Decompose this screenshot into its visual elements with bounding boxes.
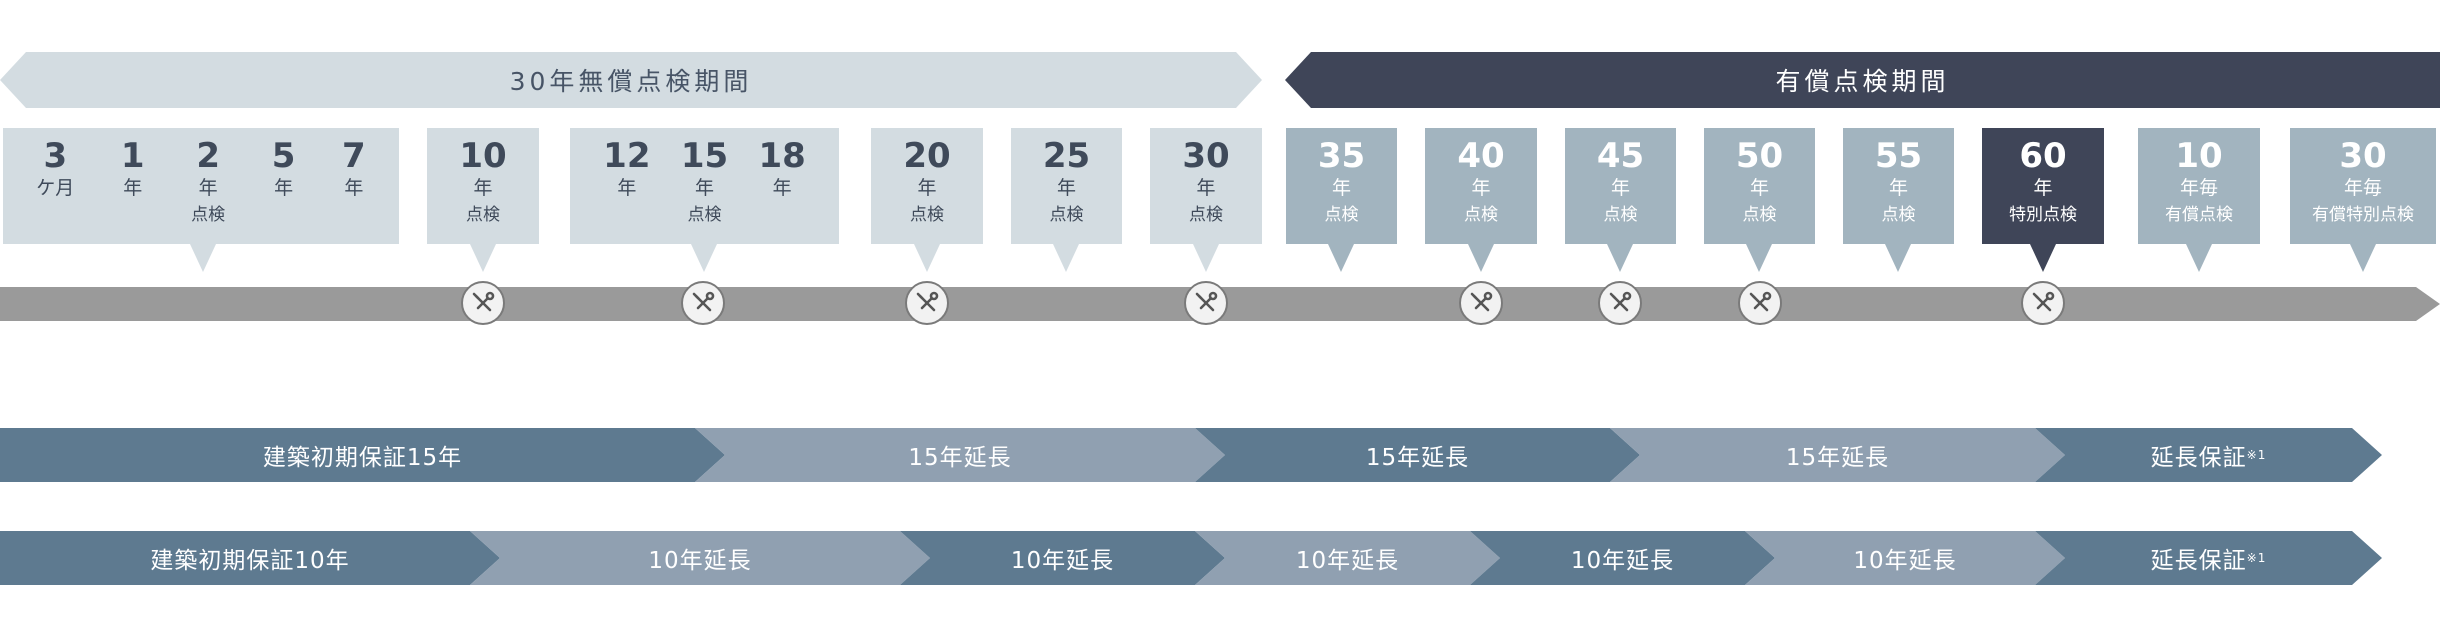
warranty-10-initial: 建築初期保証10年 <box>0 531 500 585</box>
wrench-screwdriver-icon <box>461 281 505 325</box>
box-pointer <box>1885 244 1911 272</box>
wrench-screwdriver-icon <box>1459 281 1503 325</box>
warranty-10-extension-3: 10年延長 <box>1195 531 1500 585</box>
box-pointer <box>2186 244 2212 272</box>
warranty-10-extended: 延長保証※1 <box>2035 531 2382 585</box>
paid-inspection-period-label: 有償点検期間 <box>1775 67 1950 96</box>
warranty-10-extension-4: 10年延長 <box>1470 531 1775 585</box>
box-pointer <box>1607 244 1633 272</box>
wrench-screwdriver-icon <box>1738 281 1782 325</box>
warranty-15-extension-2: 15年延長 <box>1195 428 1640 482</box>
wrench-screwdriver-icon <box>681 281 725 325</box>
warranty-15-extension-3: 15年延長 <box>1610 428 2065 482</box>
box-pointer <box>1746 244 1772 272</box>
box-pointer <box>1468 244 1494 272</box>
wrench-screwdriver-icon <box>2021 281 2065 325</box>
warranty-15-initial: 建築初期保証15年 <box>0 428 725 482</box>
box-pointer <box>1193 244 1219 272</box>
box-pointer <box>190 244 216 272</box>
inspection-note: 点検 <box>191 205 226 225</box>
box-pointer <box>2030 244 2056 272</box>
free-inspection-period-arrow: 30年無償点検期間 <box>0 52 1262 108</box>
wrench-screwdriver-icon <box>1598 281 1642 325</box>
box-pointer <box>914 244 940 272</box>
paid-inspection-period-arrow: 有償点検期間 <box>1285 52 2440 108</box>
warranty-10-extension-5: 10年延長 <box>1745 531 2065 585</box>
free-inspection-period-label: 30年無償点検期間 <box>509 67 753 96</box>
box-pointer <box>1053 244 1079 272</box>
warranty-10-extension-1: 10年延長 <box>470 531 930 585</box>
box-pointer <box>691 244 717 272</box>
wrench-screwdriver-icon <box>1184 281 1228 325</box>
warranty-10-extension-2: 10年延長 <box>900 531 1225 585</box>
box-pointer <box>1328 244 1354 272</box>
wrench-screwdriver-icon <box>905 281 949 325</box>
warranty-15-extension-1: 15年延長 <box>695 428 1225 482</box>
box-pointer <box>470 244 496 272</box>
warranty-15-extended: 延長保証※1 <box>2035 428 2382 482</box>
box-pointer <box>2350 244 2376 272</box>
